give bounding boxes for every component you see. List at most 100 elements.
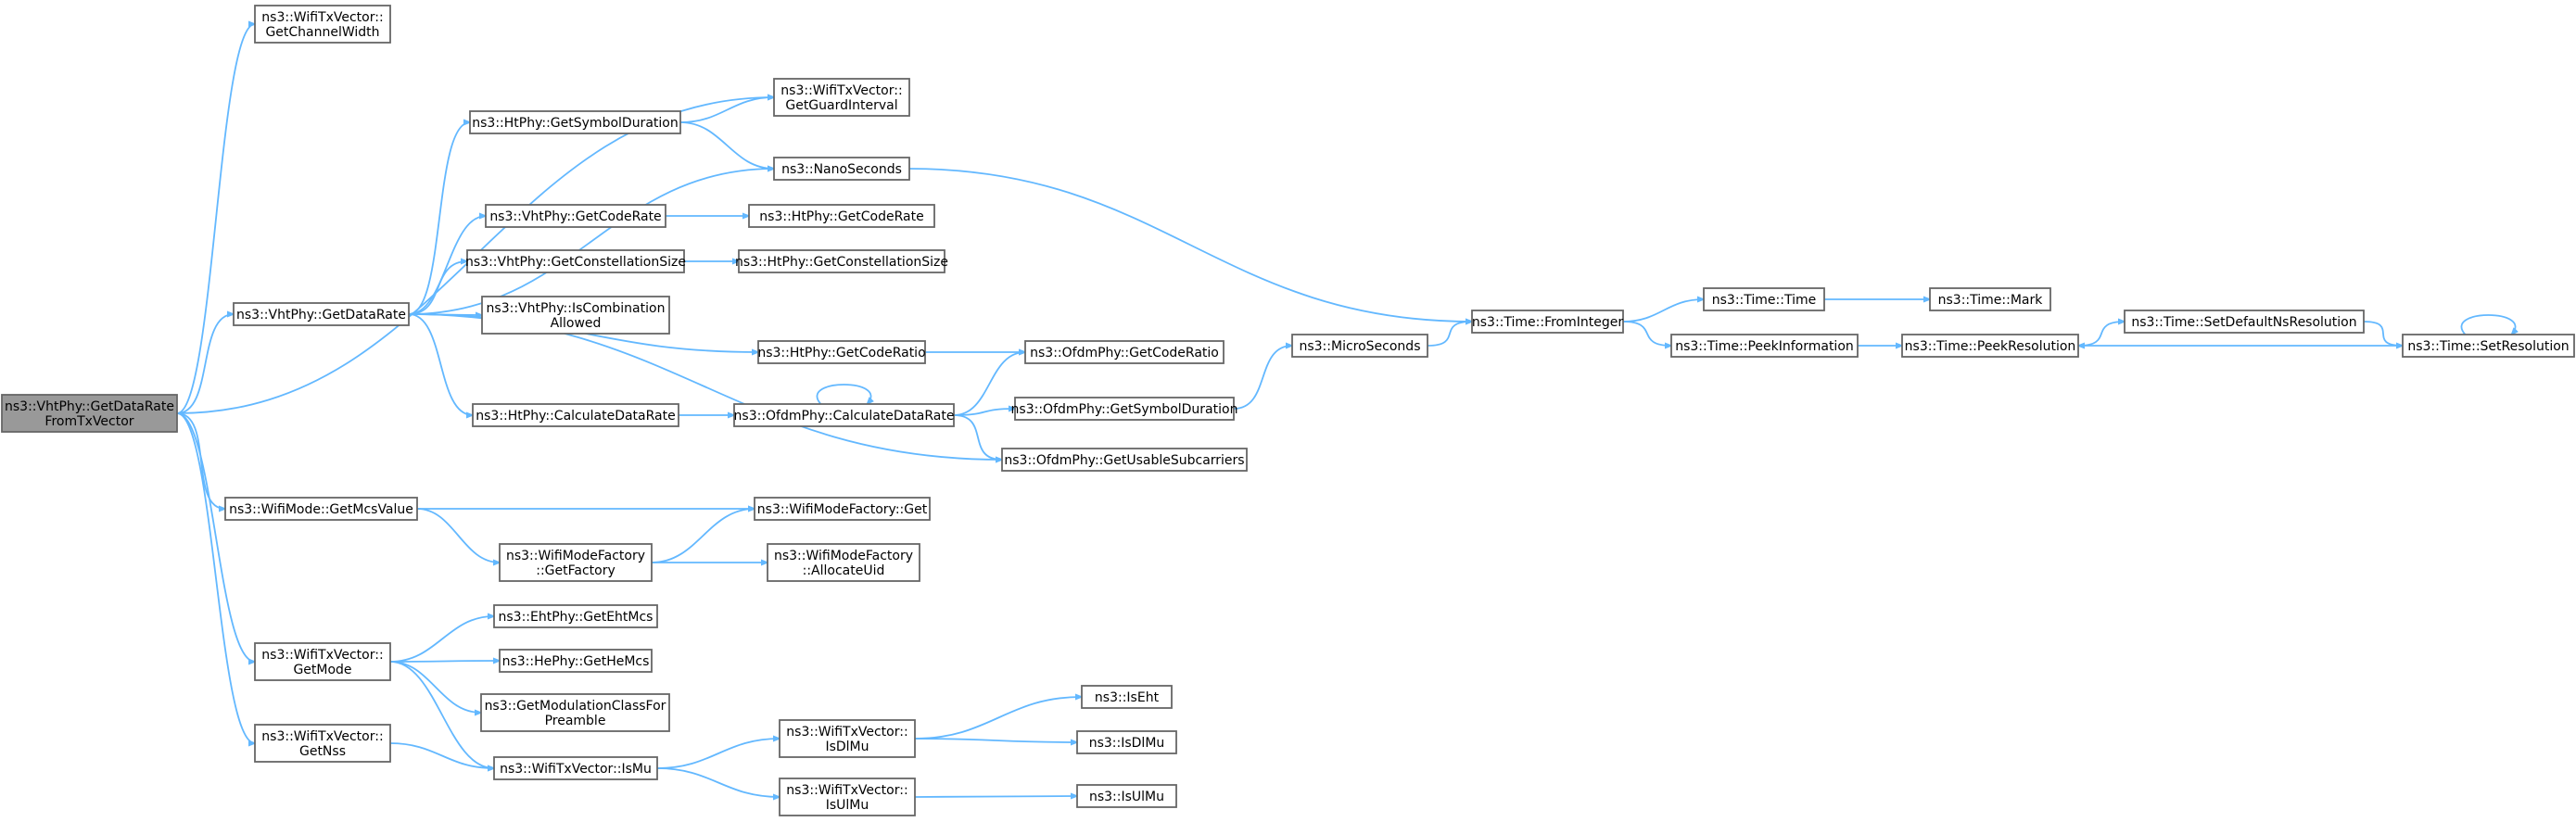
node-htphy-calculatedatarate[interactable]: ns3::HtPhy::CalculateDataRate xyxy=(472,403,679,427)
node-label: ns3::IsEht xyxy=(1095,690,1160,705)
node-box xyxy=(2402,334,2575,358)
node-label: ns3::HtPhy::GetConstellationSize xyxy=(735,255,948,270)
node-microseconds[interactable]: ns3::MicroSeconds xyxy=(1291,334,1428,358)
node-iseht[interactable]: ns3::IsEht xyxy=(1081,685,1173,709)
call-edge-wtv_ismu-to-wtv_isulmu xyxy=(656,767,780,797)
node-box xyxy=(485,204,666,228)
node-label: ns3::WifiTxVector:: xyxy=(786,725,907,740)
node-box xyxy=(254,642,391,681)
node-box xyxy=(1014,397,1235,421)
node-time-frominteger[interactable]: ns3::Time::FromInteger xyxy=(1471,310,1624,334)
node-htphy-getsymbolduration[interactable]: ns3::HtPhy::GetSymbolDuration xyxy=(469,110,681,134)
node-wtv-isulmu[interactable]: ns3::WifiTxVector::IsUlMu xyxy=(779,778,916,816)
node-hephy-gethemcs[interactable]: ns3::HePhy::GetHeMcs xyxy=(499,649,653,673)
node-wtv-getchannelwidth[interactable]: ns3::WifiTxVector::GetChannelWidth xyxy=(254,5,391,44)
node-htphy-getcoderatio[interactable]: ns3::HtPhy::GetCodeRatio xyxy=(757,340,926,364)
node-label: ns3::OfdmPhy::GetSymbolDuration xyxy=(1011,402,1238,417)
node-label: Allowed xyxy=(551,316,602,331)
node-label: ns3::HtPhy::GetCodeRatio xyxy=(757,346,925,360)
node-box xyxy=(472,403,679,427)
call-edge-wtv_getnss-to-wtv_ismu xyxy=(389,742,494,768)
node-label: ns3::VhtPhy::GetDataRate xyxy=(236,308,406,322)
node-box xyxy=(748,204,935,228)
node-ofdmphy-getcoderatio[interactable]: ns3::OfdmPhy::GetCodeRatio xyxy=(1024,340,1225,364)
node-time-peekresolution[interactable]: ns3::Time::PeekResolution xyxy=(1901,334,2079,358)
node-wtv-getguardinterval[interactable]: ns3::WifiTxVector::GetGuardInterval xyxy=(773,78,910,117)
node-time-setdefaultnsresolution[interactable]: ns3::Time::SetDefaultNsResolution xyxy=(2124,310,2365,334)
call-edge-wifimodefactory_getfactory-to-wifimodefactory_get xyxy=(651,509,755,563)
node-label: GetNss xyxy=(299,744,346,759)
call-edge-wtv_getmode-to-hephy_gethemcs xyxy=(389,661,500,662)
node-isdlmu[interactable]: ns3::IsDlMu xyxy=(1076,730,1177,754)
node-label: ns3::WifiModeFactory::Get xyxy=(757,502,928,517)
node-box xyxy=(1291,334,1428,358)
node-box xyxy=(767,543,920,582)
node-label: ns3::OfdmPhy::GetCodeRatio xyxy=(1030,346,1219,360)
node-box xyxy=(233,302,410,326)
node-label: ns3::MicroSeconds xyxy=(1299,339,1420,354)
node-label: ns3::Time::FromInteger xyxy=(1472,315,1623,330)
node-wifimodefactory-get[interactable]: ns3::WifiModeFactory::Get xyxy=(754,497,931,521)
node-box xyxy=(493,756,658,780)
node-label: ns3::Time::Time xyxy=(1712,293,1816,308)
call-edge-wtv_isulmu-to-isulmu xyxy=(914,796,1077,797)
node-wtv-getnss[interactable]: ns3::WifiTxVector::GetNss xyxy=(254,724,391,763)
node-label: ns3::VhtPhy::IsCombination xyxy=(487,301,666,316)
call-edge-time_setdefaultnsresolution-to-time_setresolution xyxy=(2363,321,2403,346)
call-edge-nanoseconds-to-time_frominteger xyxy=(908,168,1472,322)
node-box xyxy=(1929,287,2051,311)
node-box xyxy=(1081,685,1173,709)
node-time-setresolution[interactable]: ns3::Time::SetResolution xyxy=(2402,334,2575,358)
node-box xyxy=(773,78,910,117)
node-htphy-getcoderate[interactable]: ns3::HtPhy::GetCodeRate xyxy=(748,204,935,228)
node-wtv-getmode[interactable]: ns3::WifiTxVector::GetMode xyxy=(254,642,391,681)
node-label: ns3::Time::SetResolution xyxy=(2407,339,2569,354)
node-label: ::GetFactory xyxy=(536,563,615,578)
node-box xyxy=(254,724,391,763)
node-label: GetChannelWidth xyxy=(265,25,379,40)
node-label: Preamble xyxy=(545,714,606,728)
node-time-time[interactable]: ns3::Time::Time xyxy=(1703,287,1825,311)
call-edge-vhtphy_getdatarate-to-vhtphy_getconstellationsize xyxy=(408,261,467,315)
node-htphy-getconstellationsize[interactable]: ns3::HtPhy::GetConstellationSize xyxy=(735,249,948,273)
node-ofdmphy-getusablesubcarriers[interactable]: ns3::OfdmPhy::GetUsableSubcarriers xyxy=(1001,448,1248,472)
node-ofdmphy-calculatedatarate[interactable]: ns3::OfdmPhy::CalculateDataRate xyxy=(733,403,955,427)
node-wtv-isdlmu[interactable]: ns3::WifiTxVector::IsDlMu xyxy=(779,719,916,758)
node-time-mark[interactable]: ns3::Time::Mark xyxy=(1929,287,2051,311)
node-wifimodefactory-getfactory[interactable]: ns3::WifiModeFactory::GetFactory xyxy=(499,543,653,582)
node-box xyxy=(480,693,670,732)
node-box xyxy=(493,604,658,628)
node-box xyxy=(1024,340,1225,364)
node-label: ns3::Time::PeekResolution xyxy=(1905,339,2076,354)
node-box xyxy=(779,719,916,758)
node-label: IsDlMu xyxy=(825,740,869,754)
node-box xyxy=(1471,310,1624,334)
node-isulmu[interactable]: ns3::IsUlMu xyxy=(1076,784,1177,808)
call-edge-time_peekresolution-to-time_setdefaultnsresolution xyxy=(2077,322,2125,347)
node-vhtphy-getcoderate[interactable]: ns3::VhtPhy::GetCodeRate xyxy=(485,204,666,228)
node-vhtphy-getdatarate[interactable]: ns3::VhtPhy::GetDataRate xyxy=(233,302,410,326)
node-box xyxy=(738,249,945,273)
node-wifimode-getmcsvalue[interactable]: ns3::WifiMode::GetMcsValue xyxy=(224,497,418,521)
node-vhtphy-getconstellationsize[interactable]: ns3::VhtPhy::GetConstellationSize xyxy=(465,249,686,273)
node-ofdmphy-getsymbolduration[interactable]: ns3::OfdmPhy::GetSymbolDuration xyxy=(1011,397,1238,421)
call-edge-ofdmphy_calculatedatarate-to-ofdmphy_getsymbolduration xyxy=(953,409,1015,416)
node-nanoseconds[interactable]: ns3::NanoSeconds xyxy=(773,157,910,181)
node-wifimodefactory-allocateuid[interactable]: ns3::WifiModeFactory::AllocateUid xyxy=(767,543,920,582)
node-wtv-ismu[interactable]: ns3::WifiTxVector::IsMu xyxy=(493,756,658,780)
call-edge-ofdmphy_getsymbolduration-to-microseconds xyxy=(1233,346,1292,410)
call-edge-wtv_getmode-to-wtv_ismu xyxy=(389,661,494,768)
node-time-peekinformation[interactable]: ns3::Time::PeekInformation xyxy=(1670,334,1859,358)
node-label: ns3::WifiTxVector:: xyxy=(261,648,383,663)
call-edge-time_setresolution-to-time_setresolution xyxy=(2460,314,2515,335)
node-label: ns3::WifiModeFactory xyxy=(774,549,913,563)
call-edge-ofdmphy_calculatedatarate-to-ofdmphy_calculatedatarate xyxy=(816,384,870,404)
node-label: ns3::WifiMode::GetMcsValue xyxy=(229,502,413,517)
call-edge-htphy_getsymbolduration-to-wtv_getguardinterval xyxy=(679,97,774,123)
node-ehtphy-getehtmcs[interactable]: ns3::EhtPhy::GetEhtMcs xyxy=(493,604,658,628)
node-box xyxy=(254,5,391,44)
node-label: ns3::VhtPhy::GetDataRate xyxy=(5,399,174,414)
